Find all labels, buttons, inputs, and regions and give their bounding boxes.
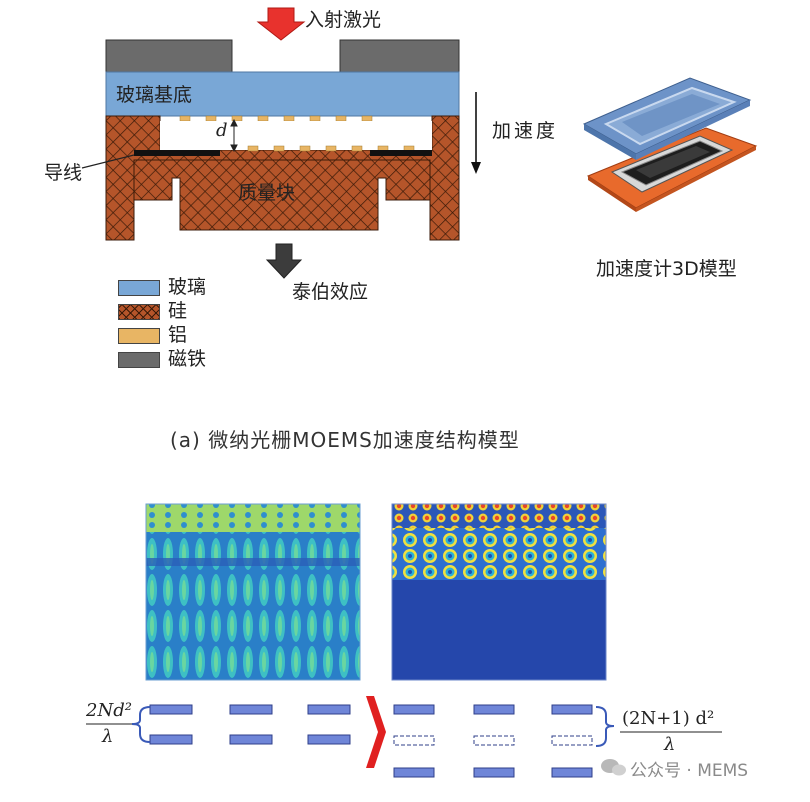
left-grating-bars — [149, 704, 351, 745]
wechat-icon — [601, 759, 626, 776]
wire-left — [134, 150, 220, 156]
gap-marker — [230, 118, 238, 153]
right-brace — [595, 706, 615, 747]
simulation-svg — [86, 503, 722, 778]
legend-label-glass: 玻璃 — [168, 276, 207, 298]
right-magnet — [339, 39, 460, 73]
talbot-effect-label: 泰伯效应 — [292, 281, 369, 303]
left-magnet — [105, 39, 233, 73]
legend-swatch-silicon — [118, 304, 160, 320]
talbot-arrow — [265, 243, 303, 279]
left-formula-numerator: 2Nd² — [86, 700, 132, 721]
top-diagram: 入射激光 玻璃基底 d 加速度 导线 质量块 泰伯效应 加速度计3D模型 玻璃 … — [44, 7, 758, 452]
glass-substrate-label: 玻璃基底 — [116, 84, 193, 106]
wire-label: 导线 — [44, 162, 83, 184]
proof-mass-label: 质量块 — [238, 182, 296, 204]
gap-d-label: d — [216, 120, 228, 141]
left-simulation — [145, 503, 361, 681]
legend: 玻璃 硅 铝 磁铁 — [118, 278, 238, 374]
legend-label-silicon: 硅 — [168, 300, 188, 322]
legend-label-magnet: 磁铁 — [168, 348, 207, 370]
model-3d-caption: 加速度计3D模型 — [596, 258, 737, 280]
incident-laser-arrow — [256, 7, 306, 41]
right-formula-denominator: λ — [664, 734, 676, 755]
right-formula-numerator: (2N+1) d² — [622, 708, 715, 729]
gap-cavity — [160, 121, 432, 150]
figure-caption: (a) 微纳光栅MOEMS加速度结构模型 — [170, 428, 520, 452]
legend-swatch-magnet — [118, 352, 160, 368]
watermark-text: 公众号 · MEMS — [630, 761, 749, 781]
bottom-grating — [247, 145, 415, 152]
right-simulation — [391, 503, 607, 681]
right-grating-bars — [393, 704, 593, 778]
wire-right — [370, 150, 432, 156]
glass-substrate — [105, 71, 460, 117]
legend-swatch-aluminum — [118, 328, 160, 344]
model-3d — [582, 77, 758, 212]
incident-laser-label: 入射激光 — [305, 9, 382, 31]
acceleration-arrow — [471, 92, 481, 174]
proof-mass — [133, 159, 431, 231]
acceleration-label: 加速度 — [492, 120, 559, 142]
left-brace — [131, 706, 151, 743]
cross-section-svg — [81, 7, 758, 279]
bottom-diagram: 2Nd² λ (2N+1) d² λ 公众号 · MEMS — [0, 500, 810, 798]
legend-label-aluminum: 铝 — [168, 324, 188, 346]
wire-callout — [81, 154, 135, 169]
transition-red-arrow — [366, 696, 386, 768]
left-formula-denominator: λ — [102, 726, 114, 747]
top-grating — [179, 115, 373, 122]
legend-swatch-glass — [118, 280, 160, 296]
